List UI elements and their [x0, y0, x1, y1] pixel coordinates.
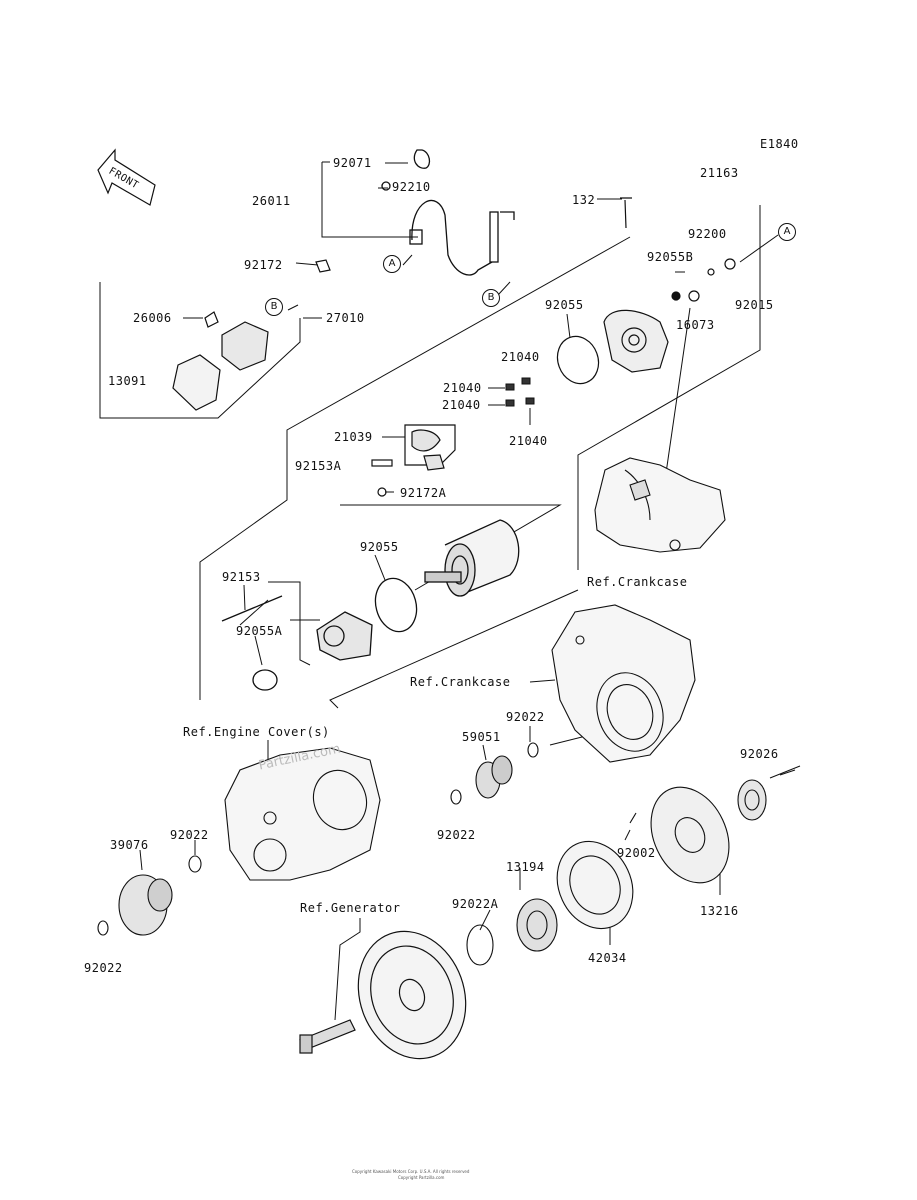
part-label[interactable]: 92055B [647, 250, 694, 264]
copyright-line: Copyright Partzilla.com [398, 1175, 445, 1180]
part-label[interactable]: 92172 [244, 258, 283, 272]
part-label[interactable]: 21040 [442, 398, 481, 412]
part-label[interactable]: 21040 [501, 350, 540, 364]
part-label[interactable]: 92055 [545, 298, 584, 312]
part-label[interactable]: 92172A [400, 486, 447, 500]
part-label[interactable]: 92153A [295, 459, 342, 473]
part-label[interactable]: 27010 [326, 311, 365, 325]
part-label[interactable]: 21039 [334, 430, 373, 444]
part-label[interactable]: 132 [572, 193, 596, 207]
front-arrow-icon [97, 148, 156, 206]
part-label[interactable]: 92022 [170, 828, 209, 842]
part-label[interactable]: 92022 [437, 828, 476, 842]
part-label[interactable]: 92022 [84, 961, 123, 975]
part-label[interactable]: 92015 [735, 298, 774, 312]
ref-label: Ref.Crankcase [587, 575, 688, 589]
part-label[interactable]: 92055 [360, 540, 399, 554]
part-label[interactable]: 26006 [133, 311, 172, 325]
part-label[interactable]: 13194 [506, 860, 545, 874]
callout-a-marker: A [778, 223, 796, 241]
part-label[interactable]: 92153 [222, 570, 261, 584]
copyright-line: Copyright Kawasaki Motors Corp. U.S.A. A… [352, 1169, 470, 1174]
part-label[interactable]: 26011 [252, 194, 291, 208]
ref-label: Ref.Generator [300, 901, 401, 915]
ref-label: Ref.Engine Cover(s) [183, 725, 330, 739]
part-label[interactable]: 39076 [110, 838, 149, 852]
part-label[interactable]: 42034 [588, 951, 627, 965]
part-label[interactable]: 92026 [740, 747, 779, 761]
part-label[interactable]: 21040 [443, 381, 482, 395]
ref-label: Ref.Crankcase [410, 675, 511, 689]
part-label[interactable]: 92022 [506, 710, 545, 724]
part-label[interactable]: 21040 [509, 434, 548, 448]
callout-b-marker: B [265, 298, 283, 316]
part-label[interactable]: 92055A [236, 624, 283, 638]
part-label[interactable]: 21163 [700, 166, 739, 180]
part-label[interactable]: 13216 [700, 904, 739, 918]
part-label[interactable]: 92002 [617, 846, 656, 860]
callout-b-marker: B [482, 289, 500, 307]
part-label[interactable]: 92022A [452, 897, 499, 911]
callout-a-marker: A [383, 255, 401, 273]
part-label[interactable]: 13091 [108, 374, 147, 388]
diagram-code: E1840 [760, 137, 799, 151]
part-label[interactable]: 92210 [392, 180, 431, 194]
part-label[interactable]: 92200 [688, 227, 727, 241]
part-label[interactable]: 59051 [462, 730, 501, 744]
part-label[interactable]: 92071 [333, 156, 372, 170]
part-label[interactable]: 16073 [676, 318, 715, 332]
